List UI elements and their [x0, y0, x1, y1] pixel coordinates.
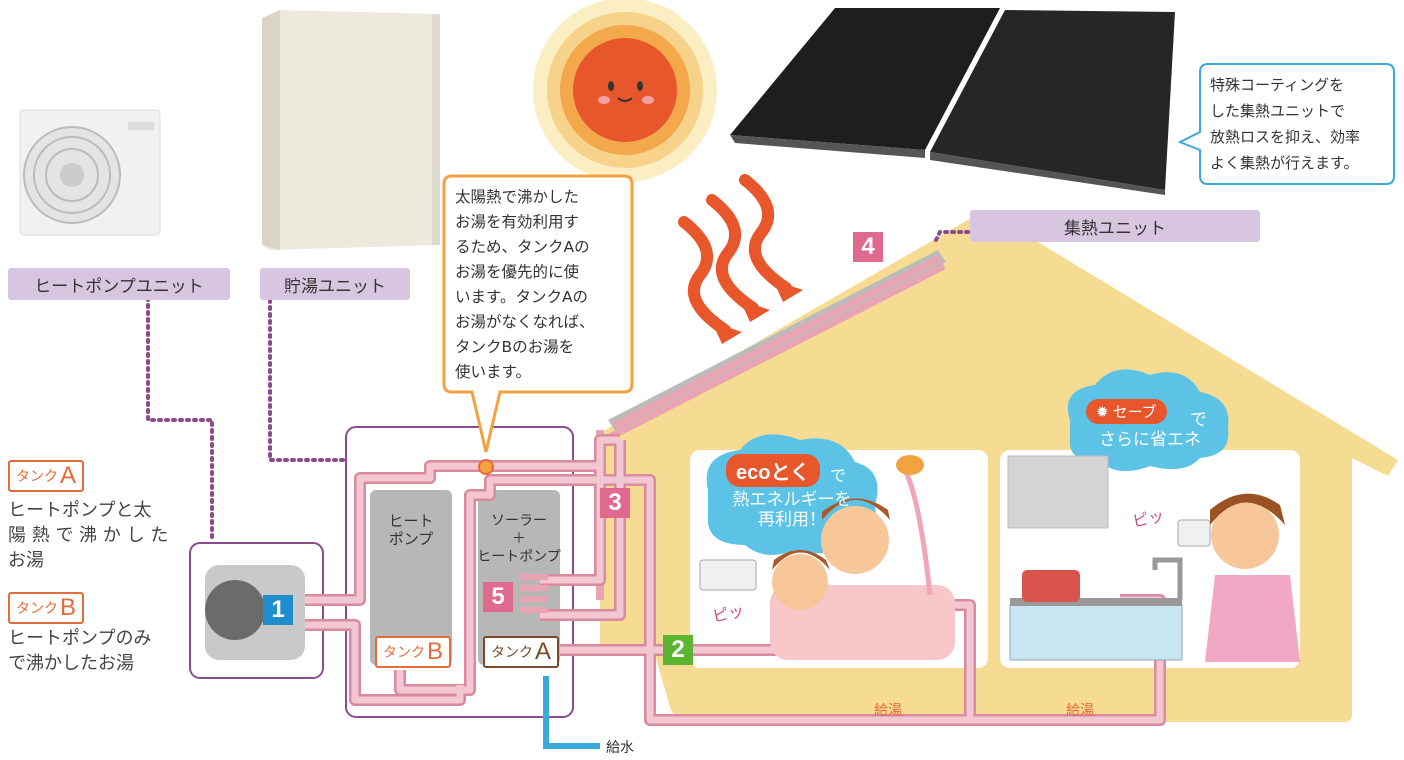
- tank-note-text: 太陽熱で沸かした お湯を有効利用す るため、タンクAの お湯を優先的に使 います…: [455, 185, 627, 385]
- eco-cloud-line: 再利用！: [758, 510, 826, 530]
- heat-pump-tank-body: [370, 490, 452, 665]
- legend-tank-b-line: ヒートポンプのみ: [8, 628, 152, 649]
- storage-unit-label: 貯湯ユニット: [260, 268, 410, 300]
- hot-water-label-left: 給湯: [874, 703, 902, 719]
- solar-panels: [730, 8, 1175, 195]
- eco-badge: ecoとく: [726, 454, 820, 487]
- eco-cloud-text: 熱エネルギーを 再利用！: [712, 490, 872, 530]
- heat-pump-unit-label: ヒートポンプユニット: [8, 268, 230, 300]
- tank-a-letter: A: [535, 638, 552, 665]
- storage-unit-image: [262, 10, 440, 250]
- water-supply-pipe: [543, 676, 600, 749]
- legend-tank-a-desc: ヒートポンプと太 陽 熱 で 沸 か し た お湯: [8, 498, 168, 573]
- solar-tank-label: ソーラー ＋ ヒートポンプ: [470, 512, 568, 566]
- heat-rays: [678, 174, 792, 336]
- number-5-badge: 5: [483, 582, 513, 612]
- tank-note-line: 太陽熱で沸かした: [455, 188, 580, 206]
- number-2-badge: 2: [663, 635, 693, 665]
- heat-pump-box: [189, 542, 324, 679]
- heat-pump-tank-label: ヒート ポンプ: [370, 512, 452, 548]
- legend-tank-b-prefix: タンク: [16, 601, 58, 617]
- tank-note-bubble-shape: [442, 174, 634, 453]
- tank-note-line: るため、タンクAの: [455, 238, 590, 256]
- coating-note-line: 特殊コーティングを: [1210, 76, 1345, 94]
- safe-de: で: [1190, 410, 1207, 430]
- tank-note-line: お湯を優先的に使: [455, 263, 580, 281]
- water-supply-label: 給水: [606, 740, 634, 756]
- eco-de: で: [830, 466, 847, 485]
- heat-pump-tank-line: ポンプ: [388, 530, 434, 548]
- bath-scene: [699, 455, 955, 660]
- heat-pump-unit-image: [19, 109, 161, 236]
- legend-tank-a-letter: A: [60, 462, 77, 489]
- storage-box: [345, 426, 574, 718]
- kitchen-scene: [1007, 455, 1300, 662]
- legend-tank-a-line: お湯: [8, 550, 44, 571]
- legend-tank-a-line: 陽 熱 で 沸 か し た: [8, 525, 169, 546]
- collector-unit-label: 集熱ユニット: [970, 210, 1260, 242]
- legend-tank-a-prefix: タンク: [16, 469, 58, 485]
- number-3-badge: 3: [600, 488, 630, 518]
- tank-b-prefix: タンク: [383, 645, 425, 661]
- safe-cloud-text: さらに省エネ: [1099, 430, 1201, 450]
- pipes: [305, 434, 1166, 726]
- coating-note-line: よく集熱が行えます。: [1210, 154, 1359, 172]
- tank-note-line: 使います。: [455, 363, 531, 381]
- tank-a-prefix: タンク: [491, 645, 533, 661]
- number-1-badge: 1: [263, 595, 293, 625]
- solar-tank-body: [478, 490, 560, 665]
- coating-note-text: 特殊コーティングを した集熱ユニットで 放熱ロスを抑え、効率 よく集熱が行えます…: [1210, 72, 1394, 176]
- tank-note-line: お湯がなくなれば、: [455, 313, 595, 331]
- legend-tank-b-letter: B: [60, 594, 77, 621]
- eco-cloud-line: 熱エネルギーを: [732, 490, 852, 510]
- dotted-connectors: [146, 230, 974, 542]
- tank-note-line: います。タンクAの: [455, 288, 589, 306]
- legend-tank-a-line: ヒートポンプと太: [8, 500, 152, 521]
- safe-badge-text: セーブ: [1112, 403, 1157, 421]
- solar-tank-line: ヒートポンプ: [477, 549, 561, 565]
- sun-icon: ✹: [1096, 402, 1109, 421]
- tank-note-line: お湯を有効利用す: [455, 213, 580, 231]
- coating-note-line: した集熱ユニットで: [1210, 102, 1346, 120]
- coating-note-line: 放熱ロスを抑え、効率: [1210, 128, 1361, 146]
- junction-dot: [478, 459, 494, 475]
- heat-pump-tank-line: ヒート: [388, 512, 434, 530]
- safe-badge: ✹ セーブ: [1086, 399, 1167, 424]
- heat-pump-fan: [205, 580, 265, 640]
- solar-tank-line: ソーラー: [491, 513, 547, 529]
- sun: [533, 0, 717, 182]
- coating-note-bubble-shape: [1177, 63, 1395, 185]
- solar-tank-line: ＋: [512, 531, 526, 547]
- legend-tank-b-line: で沸かしたお湯: [8, 653, 134, 674]
- hot-water-label-right: 給湯: [1066, 703, 1094, 719]
- tank-note-line: タンクBのお湯を: [455, 338, 575, 356]
- tank-b-letter: B: [427, 638, 444, 665]
- number-4-badge: 4: [853, 232, 883, 262]
- legend-tank-b-desc: ヒートポンプのみ で沸かしたお湯: [8, 626, 151, 676]
- heat-ray-arrowheads: [712, 280, 803, 344]
